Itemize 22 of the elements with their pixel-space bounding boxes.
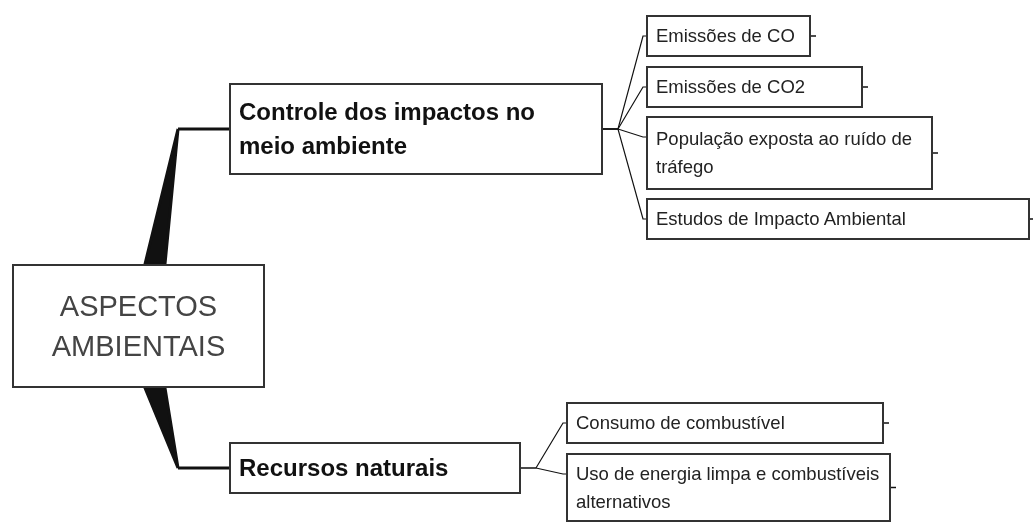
connector-line — [602, 128, 647, 220]
subtopic-box — [566, 453, 891, 522]
topic-text: Controle dos impactos no meio ambiente — [239, 97, 536, 161]
subtopic-box — [646, 15, 811, 57]
topic-text: População exposta ao ruído de tráfego — [656, 127, 914, 179]
tapered-branch — [143, 386, 231, 470]
topic-box — [229, 83, 603, 175]
topic-text: Recursos naturais — [239, 453, 449, 483]
subtopic-box — [646, 66, 863, 108]
central-topic-box — [12, 264, 265, 388]
topic-text: Emissões de CO2 — [656, 75, 806, 99]
topic-text: Uso de energia limpa e combustíveis alternativos — [576, 461, 881, 514]
topic-text: Emissões de CO — [656, 24, 795, 48]
topic-box — [229, 442, 521, 494]
topic-text: Consumo de combustível — [576, 411, 785, 435]
topic-text: ASPECTOS AMBIENTAIS — [50, 289, 227, 364]
subtopic-box — [566, 402, 884, 444]
subtopic-box — [646, 116, 933, 190]
connector-line — [520, 467, 567, 475]
subtopic-box — [646, 198, 1030, 240]
topic-text: Estudos de Impacto Ambiental — [656, 207, 906, 231]
tapered-branch — [143, 127, 231, 266]
